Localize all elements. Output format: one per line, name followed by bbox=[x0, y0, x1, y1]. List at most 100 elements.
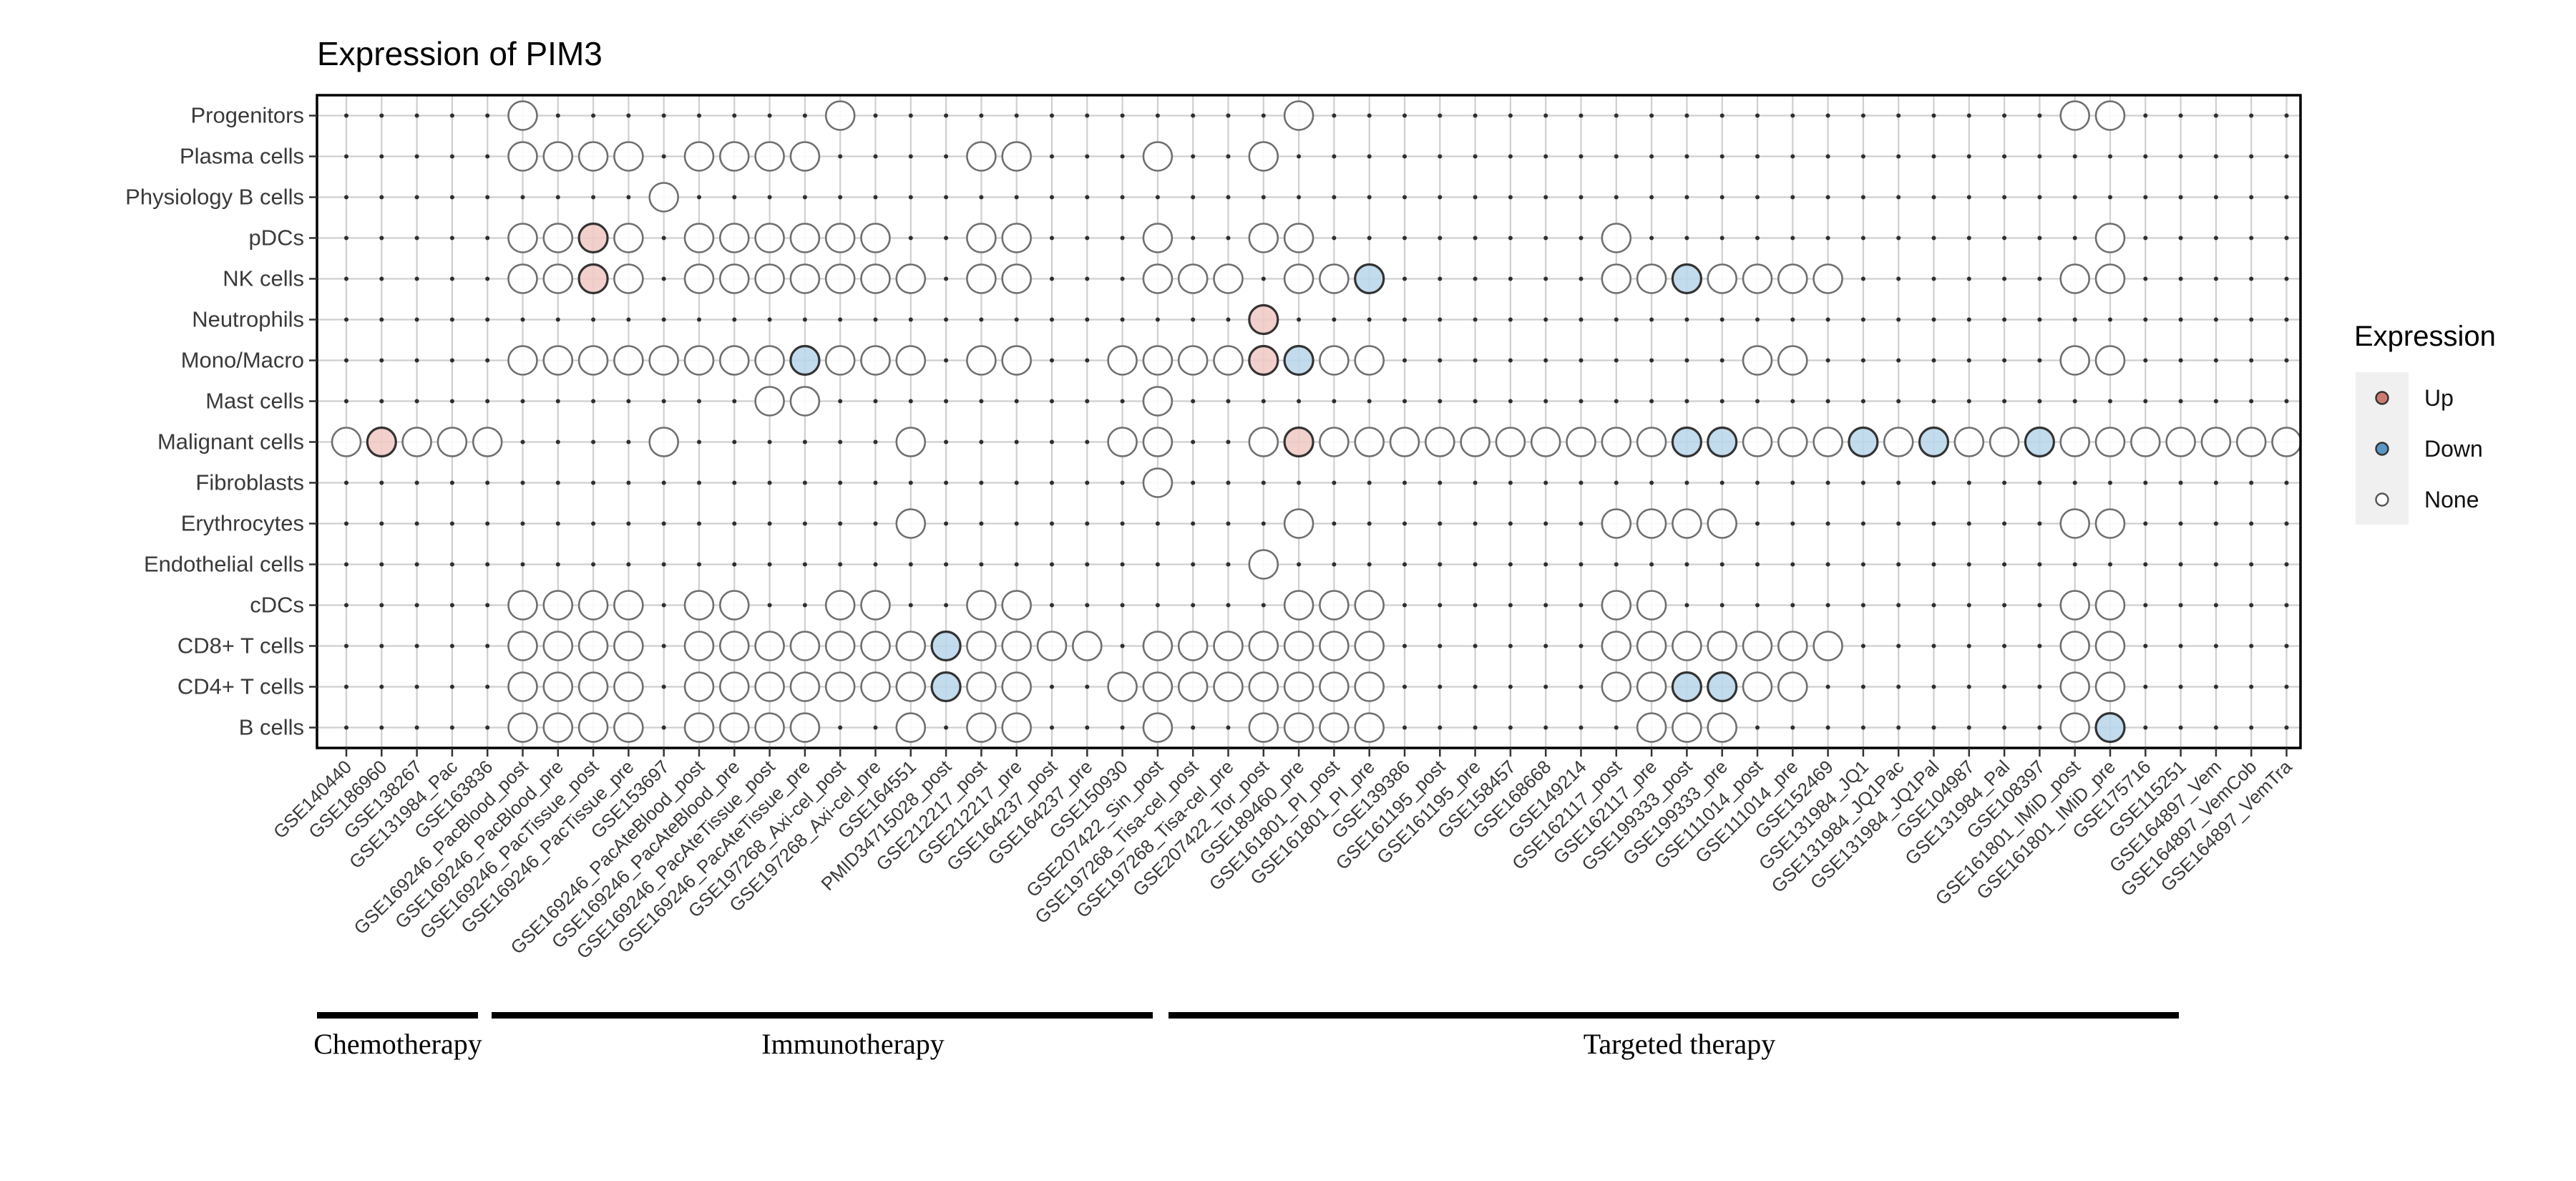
empty-intersection-dot bbox=[1684, 317, 1689, 322]
empty-intersection-dot bbox=[2213, 195, 2218, 200]
empty-intersection-dot bbox=[1755, 480, 1760, 485]
expression-dot-none bbox=[1319, 263, 1350, 294]
empty-intersection-dot bbox=[1367, 521, 1372, 526]
empty-intersection-dot bbox=[1050, 725, 1054, 730]
empty-intersection-dot bbox=[1860, 643, 1865, 648]
empty-intersection-dot bbox=[1614, 480, 1619, 485]
expression-dot-none bbox=[1354, 345, 1385, 376]
empty-intersection-dot bbox=[1579, 562, 1584, 567]
empty-intersection-dot bbox=[979, 113, 984, 118]
empty-intersection-dot bbox=[767, 113, 772, 118]
expression-dot-none bbox=[1319, 427, 1350, 457]
empty-intersection-dot bbox=[1332, 480, 1337, 485]
empty-intersection-dot bbox=[1191, 235, 1196, 240]
empty-intersection-dot bbox=[1050, 358, 1054, 363]
empty-intersection-dot bbox=[767, 562, 772, 567]
empty-intersection-dot bbox=[449, 603, 454, 608]
empty-intersection-dot bbox=[485, 399, 490, 404]
empty-intersection-dot bbox=[908, 154, 913, 159]
expression-dot-down bbox=[1671, 671, 1702, 703]
empty-intersection-dot bbox=[2002, 235, 2007, 240]
empty-intersection-dot bbox=[414, 154, 419, 159]
empty-intersection-dot bbox=[485, 235, 490, 240]
expression-dot-none bbox=[895, 631, 927, 661]
expression-dot-none bbox=[789, 671, 821, 702]
empty-intersection-dot bbox=[697, 480, 701, 485]
empty-intersection-dot bbox=[1367, 195, 1372, 200]
expression-dot-none bbox=[966, 141, 997, 172]
empty-intersection-dot bbox=[1543, 603, 1548, 608]
empty-intersection-dot bbox=[379, 195, 384, 200]
empty-intersection-dot bbox=[485, 358, 490, 363]
empty-intersection-dot bbox=[2178, 399, 2183, 404]
empty-intersection-dot bbox=[1614, 154, 1619, 159]
empty-intersection-dot bbox=[626, 195, 631, 200]
empty-intersection-dot bbox=[626, 562, 631, 567]
empty-intersection-dot bbox=[555, 195, 560, 200]
expression-dot-none bbox=[1425, 427, 1455, 457]
empty-intersection-dot bbox=[1543, 317, 1548, 322]
expression-dot-none bbox=[507, 712, 538, 743]
empty-intersection-dot bbox=[1543, 154, 1548, 159]
empty-intersection-dot bbox=[344, 562, 348, 567]
expression-dot-none bbox=[1248, 427, 1279, 457]
empty-intersection-dot bbox=[344, 113, 348, 118]
empty-intersection-dot bbox=[1014, 113, 1019, 118]
empty-intersection-dot bbox=[520, 480, 525, 485]
empty-intersection-dot bbox=[944, 562, 949, 567]
empty-intersection-dot bbox=[767, 480, 772, 485]
empty-intersection-dot bbox=[1050, 154, 1054, 159]
expression-dot-none bbox=[2059, 345, 2090, 376]
y-axis-label: Erythrocytes bbox=[181, 511, 304, 536]
expression-dot-none bbox=[1601, 631, 1632, 661]
empty-intersection-dot bbox=[1438, 195, 1443, 200]
empty-intersection-dot bbox=[1226, 521, 1231, 526]
expression-dot-up bbox=[1248, 303, 1279, 336]
empty-intersection-dot bbox=[1860, 603, 1865, 608]
expression-dot-none bbox=[1177, 631, 1209, 661]
empty-intersection-dot bbox=[1860, 195, 1865, 200]
empty-intersection-dot bbox=[1896, 562, 1901, 567]
empty-intersection-dot bbox=[2002, 195, 2007, 200]
empty-intersection-dot bbox=[1684, 235, 1689, 240]
empty-intersection-dot bbox=[344, 276, 348, 281]
empty-intersection-dot bbox=[908, 562, 913, 567]
empty-intersection-dot bbox=[1085, 195, 1090, 200]
empty-intersection-dot bbox=[1508, 562, 1513, 567]
empty-intersection-dot bbox=[1860, 562, 1865, 567]
expression-dot-none bbox=[1319, 712, 1350, 743]
empty-intersection-dot bbox=[1543, 113, 1548, 118]
expression-dot-none bbox=[1283, 100, 1314, 131]
expression-dot-none bbox=[1319, 345, 1350, 376]
empty-intersection-dot bbox=[944, 235, 949, 240]
expression-dot-none bbox=[860, 263, 891, 294]
empty-intersection-dot bbox=[802, 562, 807, 567]
empty-intersection-dot bbox=[1473, 113, 1478, 118]
expression-dot-none bbox=[1636, 671, 1667, 702]
empty-intersection-dot bbox=[2284, 154, 2289, 159]
empty-intersection-dot bbox=[344, 195, 348, 200]
expression-dot-none bbox=[1777, 631, 1808, 661]
empty-intersection-dot bbox=[1649, 235, 1654, 240]
empty-intersection-dot bbox=[661, 562, 666, 567]
expression-dot-none bbox=[895, 427, 927, 457]
expression-dot-none bbox=[789, 386, 821, 417]
empty-intersection-dot bbox=[979, 317, 984, 322]
expression-dot-none bbox=[719, 345, 750, 376]
empty-intersection-dot bbox=[449, 195, 454, 200]
expression-dot-none bbox=[860, 345, 891, 376]
empty-intersection-dot bbox=[1649, 358, 1654, 363]
empty-intersection-dot bbox=[1966, 235, 1971, 240]
empty-intersection-dot bbox=[1790, 562, 1795, 567]
empty-intersection-dot bbox=[1614, 358, 1619, 363]
expression-dot-none bbox=[577, 141, 609, 172]
empty-intersection-dot bbox=[1896, 399, 1901, 404]
empty-intersection-dot bbox=[2178, 235, 2183, 240]
expression-dot-none bbox=[1142, 712, 1174, 743]
expression-dot-none bbox=[542, 631, 574, 661]
expression-dot-none bbox=[1248, 141, 1279, 172]
empty-intersection-dot bbox=[1050, 439, 1054, 444]
empty-intersection-dot bbox=[1473, 480, 1478, 485]
empty-intersection-dot bbox=[379, 154, 384, 159]
empty-intersection-dot bbox=[838, 725, 843, 730]
